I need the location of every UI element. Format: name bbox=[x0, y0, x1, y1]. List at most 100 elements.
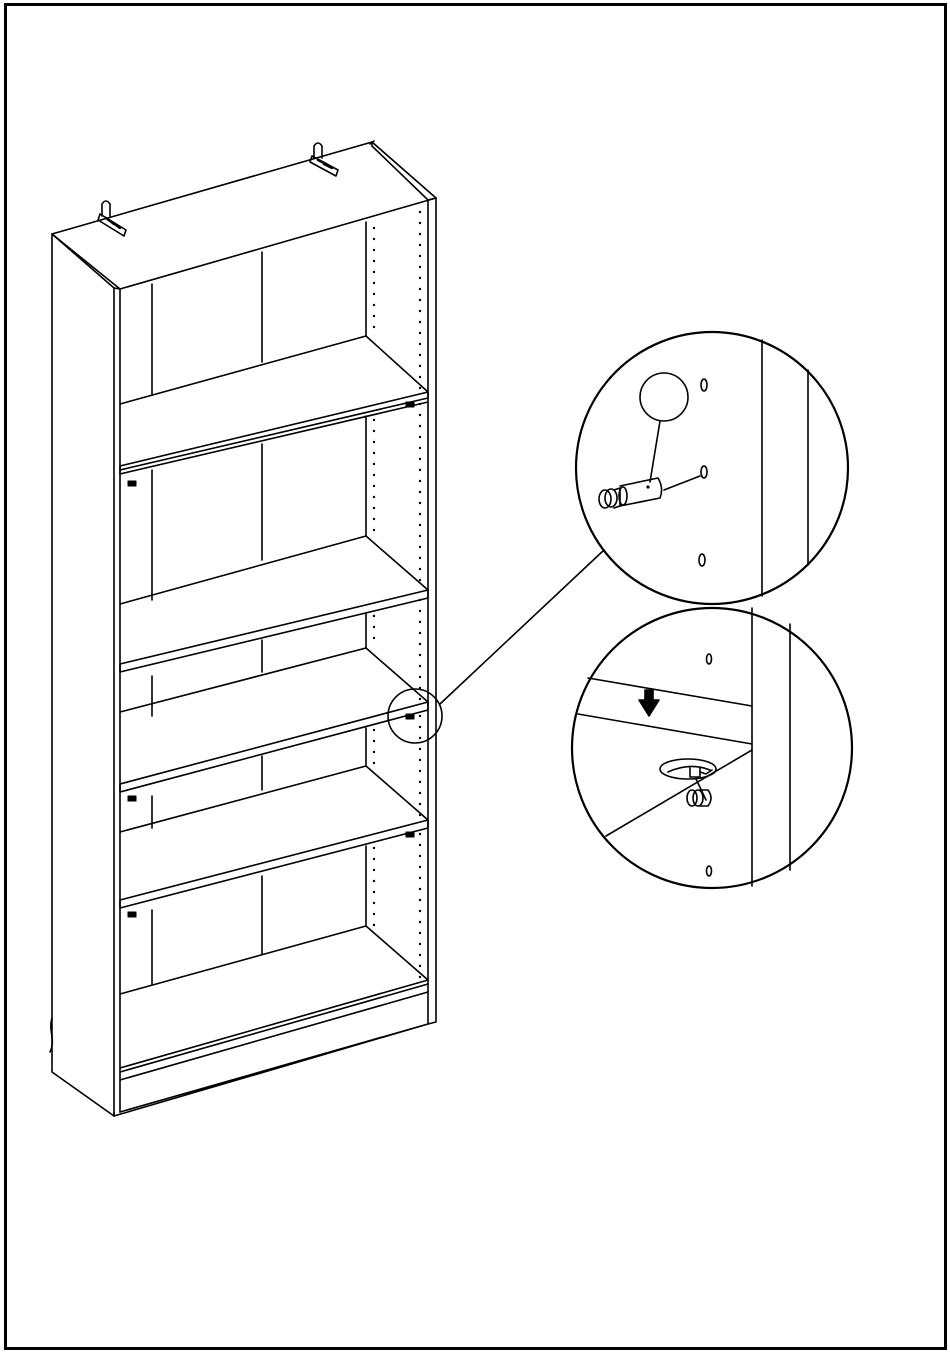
pin-hole bbox=[419, 332, 421, 334]
pin-hole bbox=[373, 529, 375, 531]
shelf-lower-arrow-icon bbox=[639, 690, 659, 716]
pin-hole bbox=[419, 698, 421, 700]
pin-hole bbox=[419, 877, 421, 879]
pin-hole bbox=[419, 310, 421, 312]
pin-hole bbox=[419, 233, 421, 235]
pin-hole bbox=[419, 621, 421, 623]
bottom-plinth bbox=[114, 984, 428, 1116]
pin-hole bbox=[419, 932, 421, 934]
pin-hole bbox=[419, 866, 421, 868]
pin-hole bbox=[373, 430, 375, 432]
pin-hole bbox=[419, 480, 421, 482]
pin-hole bbox=[373, 847, 375, 849]
callout-leader-line bbox=[440, 550, 604, 704]
pin-hole bbox=[419, 458, 421, 460]
pin-hole bbox=[419, 976, 421, 978]
shelf-1 bbox=[120, 336, 428, 474]
pin-hole bbox=[419, 535, 421, 537]
pin-hole bbox=[419, 579, 421, 581]
pin-hole bbox=[419, 814, 421, 816]
pin-hole bbox=[419, 469, 421, 471]
pin-hole bbox=[373, 419, 375, 421]
pin-hole bbox=[419, 343, 421, 345]
pin-hole bbox=[419, 910, 421, 912]
pin-hole bbox=[419, 833, 421, 835]
bookcase bbox=[50, 141, 436, 1116]
pin-hole bbox=[419, 770, 421, 772]
pin-hole bbox=[419, 546, 421, 548]
wall-bracket-right bbox=[310, 143, 338, 176]
left-side-panel bbox=[52, 234, 114, 1116]
pin-hole bbox=[419, 557, 421, 559]
callout-marker-circle bbox=[388, 689, 442, 743]
pin-hole bbox=[373, 902, 375, 904]
pin-hole bbox=[419, 288, 421, 290]
pin-hole bbox=[373, 238, 375, 240]
pin-hole bbox=[419, 365, 421, 367]
pin-hole bbox=[373, 729, 375, 731]
pin-hole bbox=[373, 474, 375, 476]
pin-hole bbox=[373, 880, 375, 882]
pin-hole bbox=[419, 954, 421, 956]
pin-hole bbox=[419, 211, 421, 213]
pin-hole bbox=[373, 637, 375, 639]
pin-hole bbox=[373, 858, 375, 860]
pin-hole bbox=[373, 463, 375, 465]
pin-hole bbox=[373, 740, 375, 742]
pin-hole bbox=[419, 781, 421, 783]
pin-hole bbox=[419, 299, 421, 301]
pin-hole bbox=[419, 654, 421, 656]
pin-hole bbox=[419, 403, 421, 405]
pin-hole bbox=[419, 855, 421, 857]
pin-hole bbox=[419, 803, 421, 805]
pin-hole bbox=[373, 282, 375, 284]
pin-hole bbox=[373, 762, 375, 764]
pin-hole bbox=[373, 452, 375, 454]
pin-hole bbox=[419, 387, 421, 389]
pin-hole bbox=[419, 568, 421, 570]
pin-hole bbox=[419, 447, 421, 449]
pin-hole bbox=[419, 425, 421, 427]
pin-hole bbox=[419, 524, 421, 526]
pin-hole bbox=[419, 748, 421, 750]
shelf-pin-holes bbox=[373, 211, 421, 978]
shelf-pin-insert-icon bbox=[599, 478, 662, 508]
shelf-3 bbox=[120, 648, 428, 792]
pin-hole bbox=[419, 759, 421, 761]
pin-hole bbox=[373, 315, 375, 317]
pin-hole bbox=[419, 888, 421, 890]
shelf-4 bbox=[120, 766, 428, 908]
pin-hole bbox=[419, 491, 421, 493]
pin-hole bbox=[419, 255, 421, 257]
pin-hole bbox=[419, 376, 421, 378]
pin-hole bbox=[419, 943, 421, 945]
pin-hole bbox=[373, 441, 375, 443]
pin-hole bbox=[419, 792, 421, 794]
detail-shelf-lower bbox=[572, 608, 852, 888]
pin-hole bbox=[373, 271, 375, 273]
pin-hole bbox=[373, 615, 375, 617]
pin-hole bbox=[373, 304, 375, 306]
pin-hole bbox=[373, 260, 375, 262]
pin-hole bbox=[419, 632, 421, 634]
pin-hole bbox=[373, 751, 375, 753]
pin-hole bbox=[419, 222, 421, 224]
pin-hole bbox=[373, 913, 375, 915]
wall-bracket-left bbox=[98, 201, 126, 236]
pin-hole bbox=[419, 726, 421, 728]
pin-hole bbox=[373, 485, 375, 487]
pin-hole bbox=[373, 326, 375, 328]
pin-hole bbox=[373, 891, 375, 893]
pin-hole bbox=[419, 715, 421, 717]
pin-hole bbox=[373, 924, 375, 926]
pin-hole bbox=[419, 899, 421, 901]
pin-hole bbox=[419, 643, 421, 645]
detail-pin-insert bbox=[576, 332, 848, 604]
pin-hole bbox=[373, 293, 375, 295]
pin-hole bbox=[373, 507, 375, 509]
pin-hole bbox=[419, 610, 421, 612]
pin-hole bbox=[373, 869, 375, 871]
pin-hole bbox=[419, 266, 421, 268]
pin-hole bbox=[373, 249, 375, 251]
